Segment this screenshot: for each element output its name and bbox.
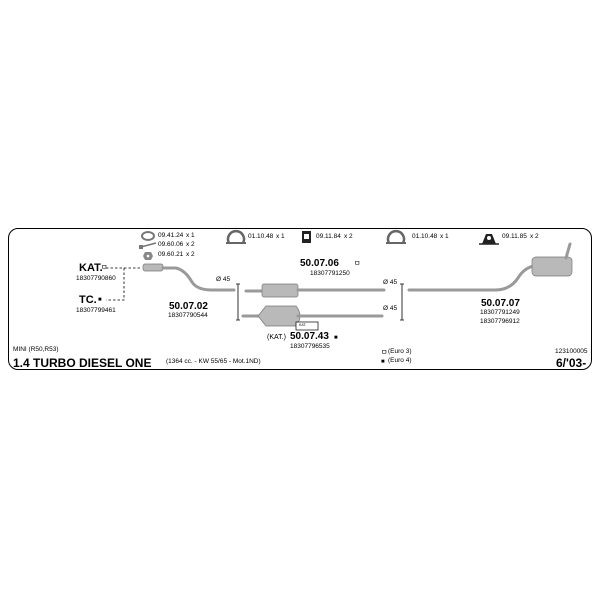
middle-part-oe: 18307791250 <box>310 270 350 277</box>
front-part-code: 50.07.02 <box>169 301 208 312</box>
kat-box-text: KAT. <box>299 323 307 327</box>
leader-line <box>106 267 125 301</box>
engine-title: 1.4 TURBO DIESEL ONE <box>13 356 152 370</box>
accessory-code: 09.41.24 <box>158 232 184 239</box>
front-part-oe: 18307790544 <box>168 312 208 319</box>
catalyst-diameter: Ø 45 <box>383 305 398 312</box>
middle-part-code: 50.07.06 <box>300 258 339 269</box>
model-label: MINI (R50,R53) <box>13 346 59 353</box>
nut-icon <box>143 252 153 260</box>
catalyst-marker: ■ <box>334 335 338 341</box>
rear-part-oe: 18307791249 <box>480 309 520 316</box>
hanger-icon <box>479 234 499 245</box>
accessory-code: 09.60.06 <box>158 241 184 248</box>
kat-number: 18307790860 <box>76 275 116 282</box>
clamp-ring-icon <box>141 231 155 241</box>
accessory-qty: x 1 <box>276 233 285 240</box>
tc-number: 18307799461 <box>76 307 116 314</box>
catalogue-number: 123100005 <box>555 348 588 355</box>
catalyst-pipe <box>241 305 384 327</box>
accessory-qty: x 2 <box>344 233 353 240</box>
engine-spec: (1364 cc. - KW 55/65 - Mot.1ND) <box>166 358 261 365</box>
front-pipe <box>142 263 236 292</box>
accessory-qty: x 1 <box>440 233 449 240</box>
group-bracket-left <box>236 283 240 321</box>
catalyst-part-oe: 18307796535 <box>290 343 330 350</box>
production-date: 6/'03- <box>556 356 587 370</box>
middle-diameter: Ø 45 <box>383 279 398 286</box>
pipe-clamp-icon <box>226 229 246 244</box>
euro4-marker: ■ <box>381 359 385 365</box>
kat-box <box>295 321 319 331</box>
euro3-label: (Euro 3) <box>388 348 412 355</box>
rear-part-oe: 18307796912 <box>480 318 520 325</box>
accessory-code: 09.11.85 <box>502 233 527 240</box>
pipe-clamp-icon <box>386 229 406 244</box>
accessory-code: 09.11.84 <box>316 233 341 240</box>
euro4-label: (Euro 4) <box>388 357 412 364</box>
accessory-qty: x 2 <box>186 251 195 258</box>
catalyst-part-code: 50.07.43 <box>290 331 329 342</box>
bolt-icon <box>139 242 157 249</box>
euro3-marker: ㅁ <box>381 349 388 356</box>
accessory-code: 01.10.48 <box>412 233 438 240</box>
accessory-qty: x 2 <box>186 241 195 248</box>
accessory-qty: x 2 <box>530 233 539 240</box>
rear-pipe <box>407 242 573 292</box>
accessory-qty: x 1 <box>186 232 195 239</box>
middle-pipe <box>244 283 386 298</box>
tc-label: TC. <box>79 294 97 306</box>
rear-part-code: 50.07.07 <box>481 298 520 309</box>
group-bracket-right <box>400 283 404 321</box>
diagram-frame <box>8 228 592 370</box>
kat-marker: ㅁ <box>101 264 108 271</box>
middle-marker: ㅁ <box>354 260 361 267</box>
rubber-mount-icon <box>302 231 311 243</box>
catalyst-prefix: (KAT.) <box>267 334 286 341</box>
front-diameter: Ø 45 <box>216 276 231 283</box>
accessory-code: 01.10.48 <box>248 233 274 240</box>
tc-marker: ■ <box>98 297 102 303</box>
kat-label: KAT. <box>79 262 103 274</box>
accessory-code: 09.60.21 <box>158 251 184 258</box>
